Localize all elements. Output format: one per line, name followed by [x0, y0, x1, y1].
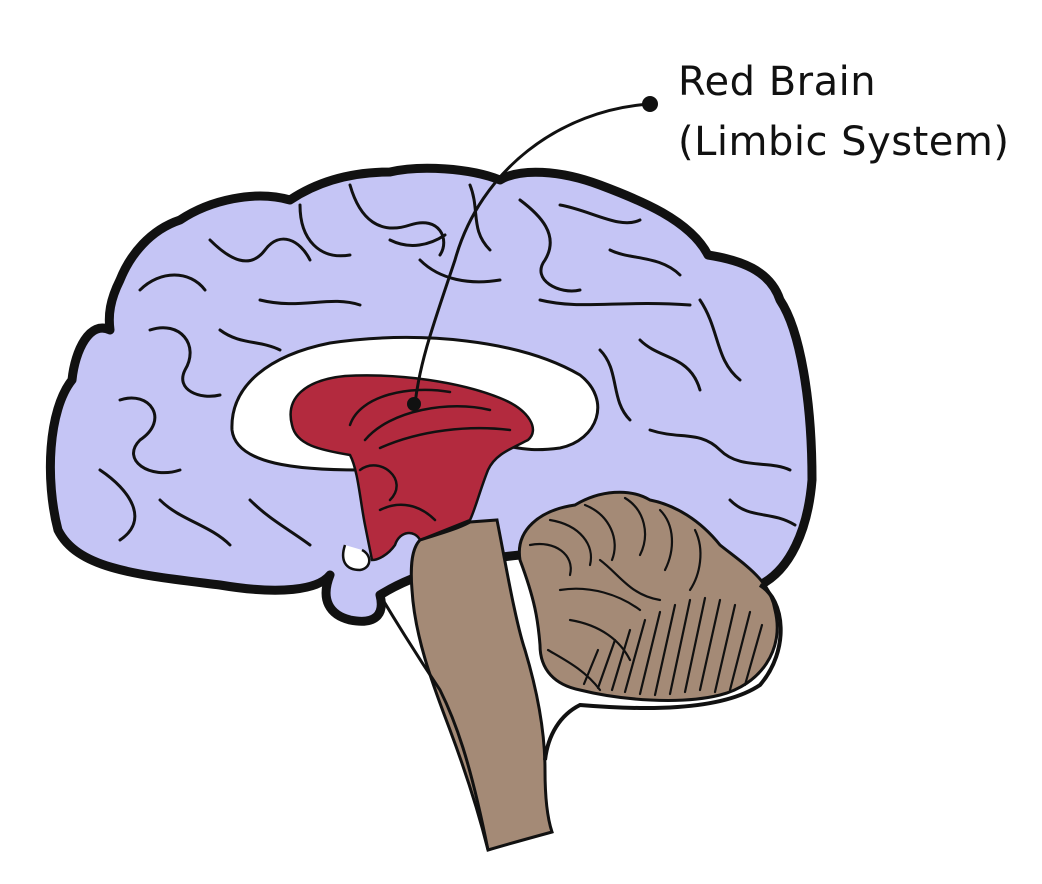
callout-label-line2: (Limbic System)	[678, 119, 1010, 165]
brainstem	[409, 518, 554, 852]
callout-dot-bottom	[407, 397, 421, 411]
callout-line	[413, 102, 651, 405]
limbic-folds	[348, 388, 512, 522]
callout-label-line1: Red Brain	[678, 59, 877, 105]
callout-label: Red Brain (Limbic System)	[678, 52, 1009, 172]
cerebellum-folds	[528, 496, 764, 697]
brain-outline-lower	[543, 583, 783, 761]
optic-region	[341, 544, 371, 572]
cortex-folds	[98, 183, 797, 547]
brain-base-outline	[378, 594, 490, 851]
callout-dot-top	[642, 96, 658, 112]
